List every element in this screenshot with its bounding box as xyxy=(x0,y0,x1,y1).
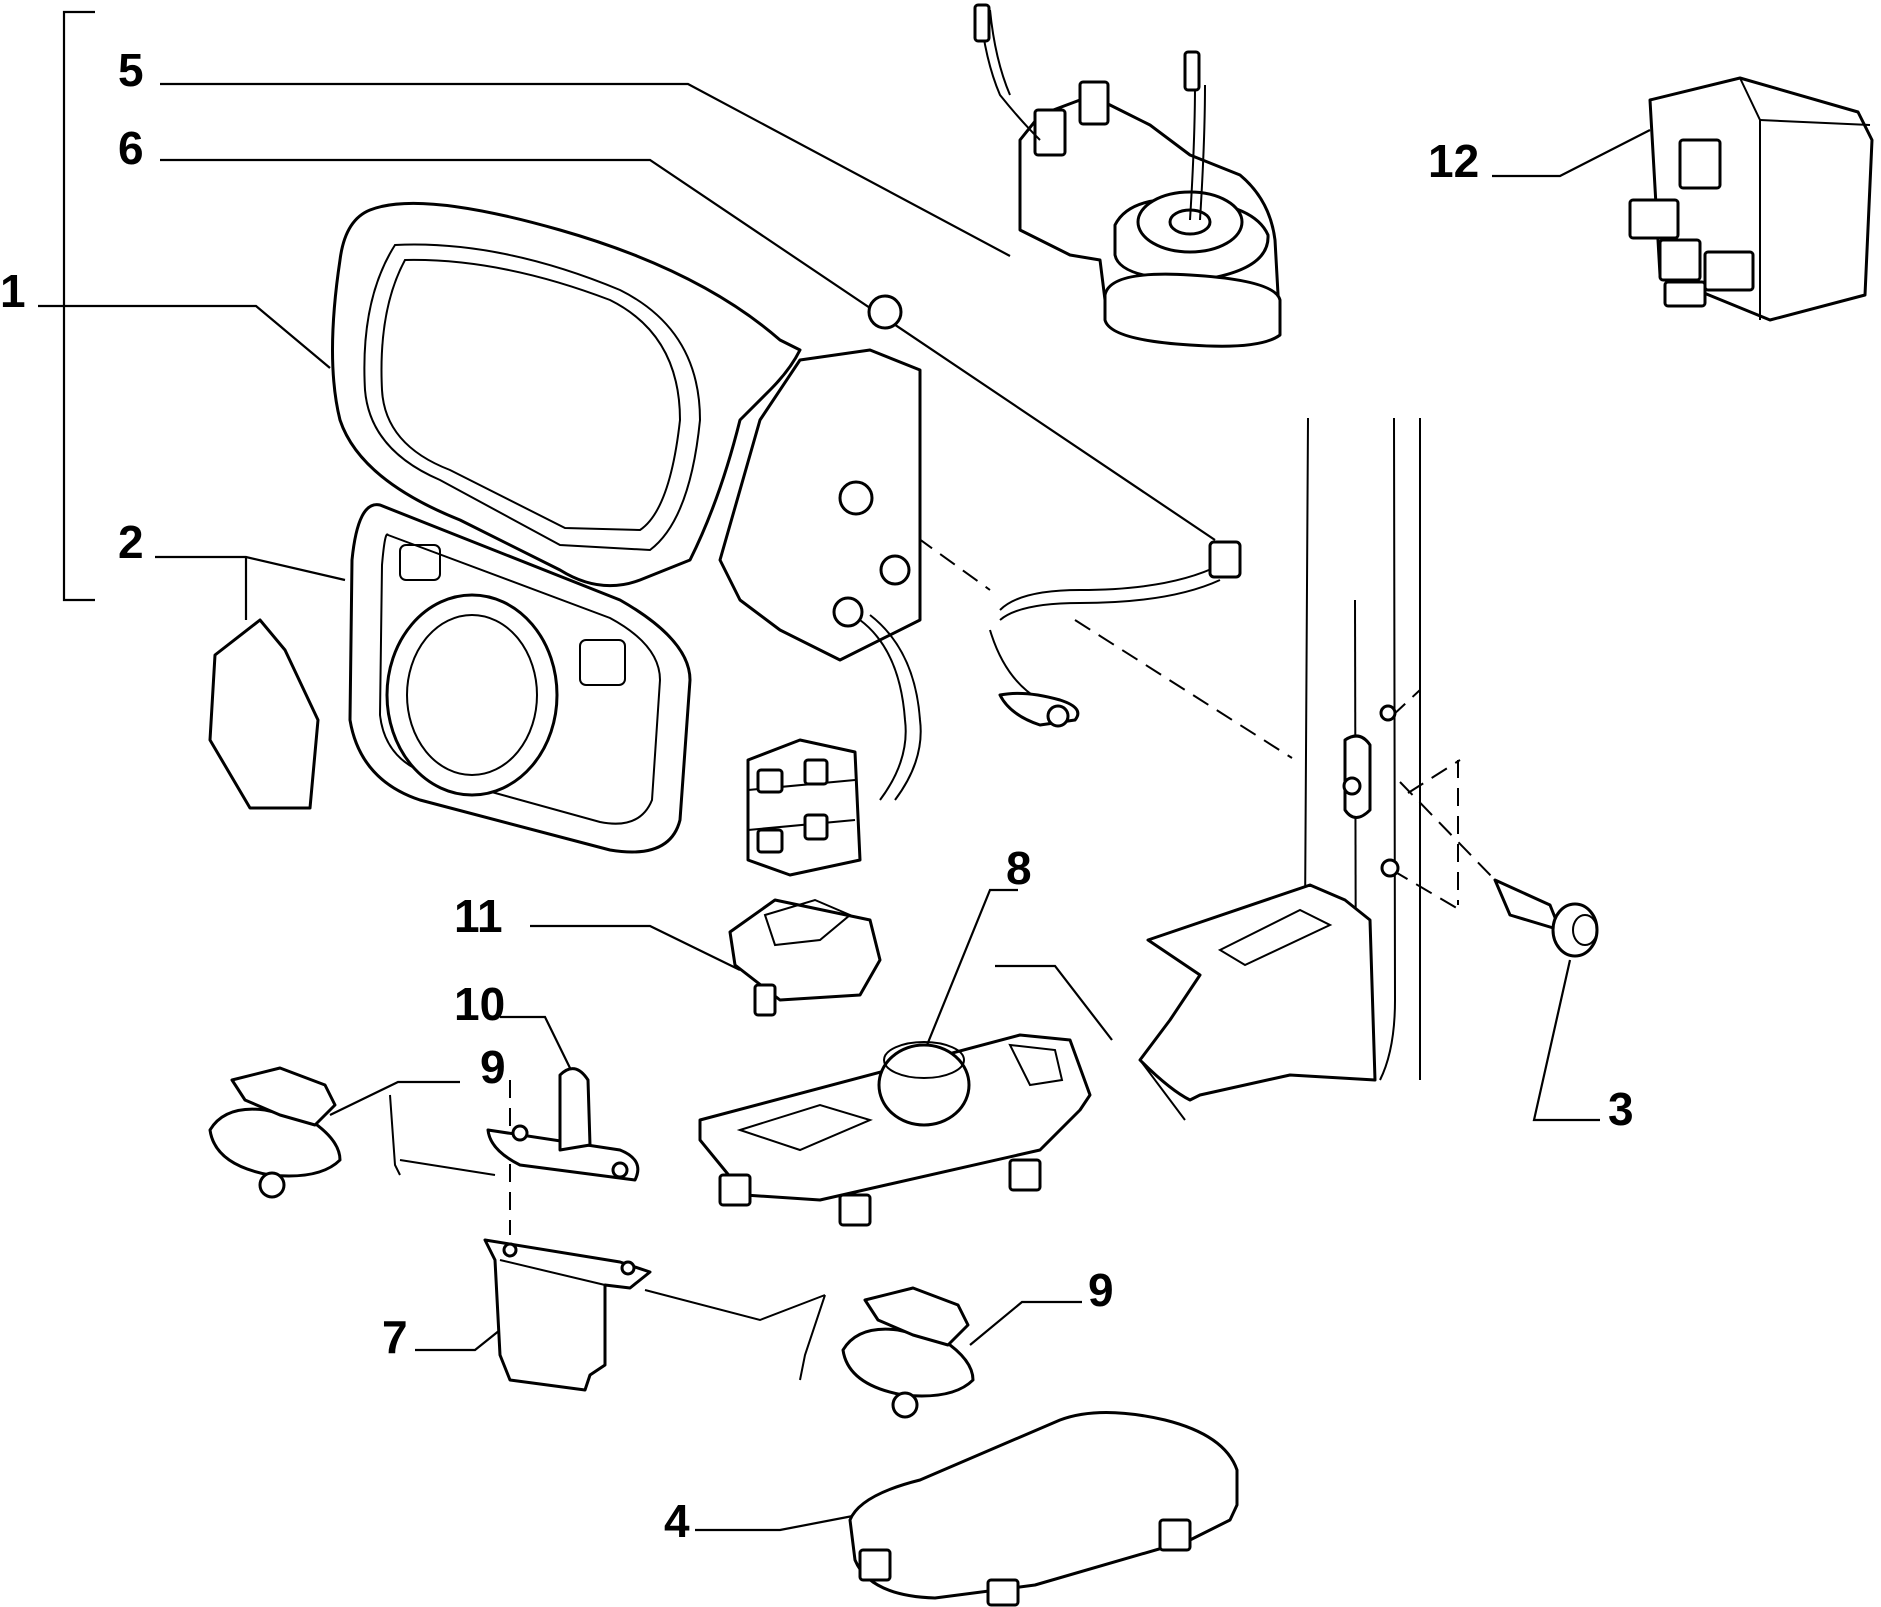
cable-harness xyxy=(989,540,1242,728)
callout-9-lower: 9 xyxy=(1088,1264,1114,1316)
switch xyxy=(728,898,882,1017)
callout-4: 4 xyxy=(664,1495,690,1547)
callout-3: 3 xyxy=(1608,1083,1634,1135)
bracket xyxy=(486,1067,640,1182)
relay-box xyxy=(1628,76,1874,322)
connector-housing xyxy=(389,1094,826,1392)
callout-2: 2 xyxy=(118,516,144,568)
callout-7: 7 xyxy=(382,1311,408,1363)
clip-lower xyxy=(841,1286,975,1419)
mirror-housing xyxy=(331,201,922,801)
plug-connector xyxy=(746,738,862,877)
callout-11: 11 xyxy=(454,890,503,942)
door-panel xyxy=(1138,417,1421,1121)
callout-8: 8 xyxy=(1006,842,1032,894)
motor-unit xyxy=(973,3,1282,348)
callout-10: 10 xyxy=(454,978,505,1030)
assembly-dashes xyxy=(509,504,1496,1235)
callout-9-upper: 9 xyxy=(480,1041,506,1093)
callout-1: 1 xyxy=(0,265,26,317)
callout-6: 6 xyxy=(118,122,144,174)
mounting-base xyxy=(698,1033,1092,1227)
clip-upper xyxy=(208,1066,342,1199)
callout-12: 12 xyxy=(1428,135,1479,187)
mirror-glass xyxy=(208,503,692,854)
leader-lines xyxy=(38,10,1651,1532)
cover-plate xyxy=(848,1411,1239,1607)
callout-5: 5 xyxy=(118,44,144,96)
screw xyxy=(1493,878,1599,958)
